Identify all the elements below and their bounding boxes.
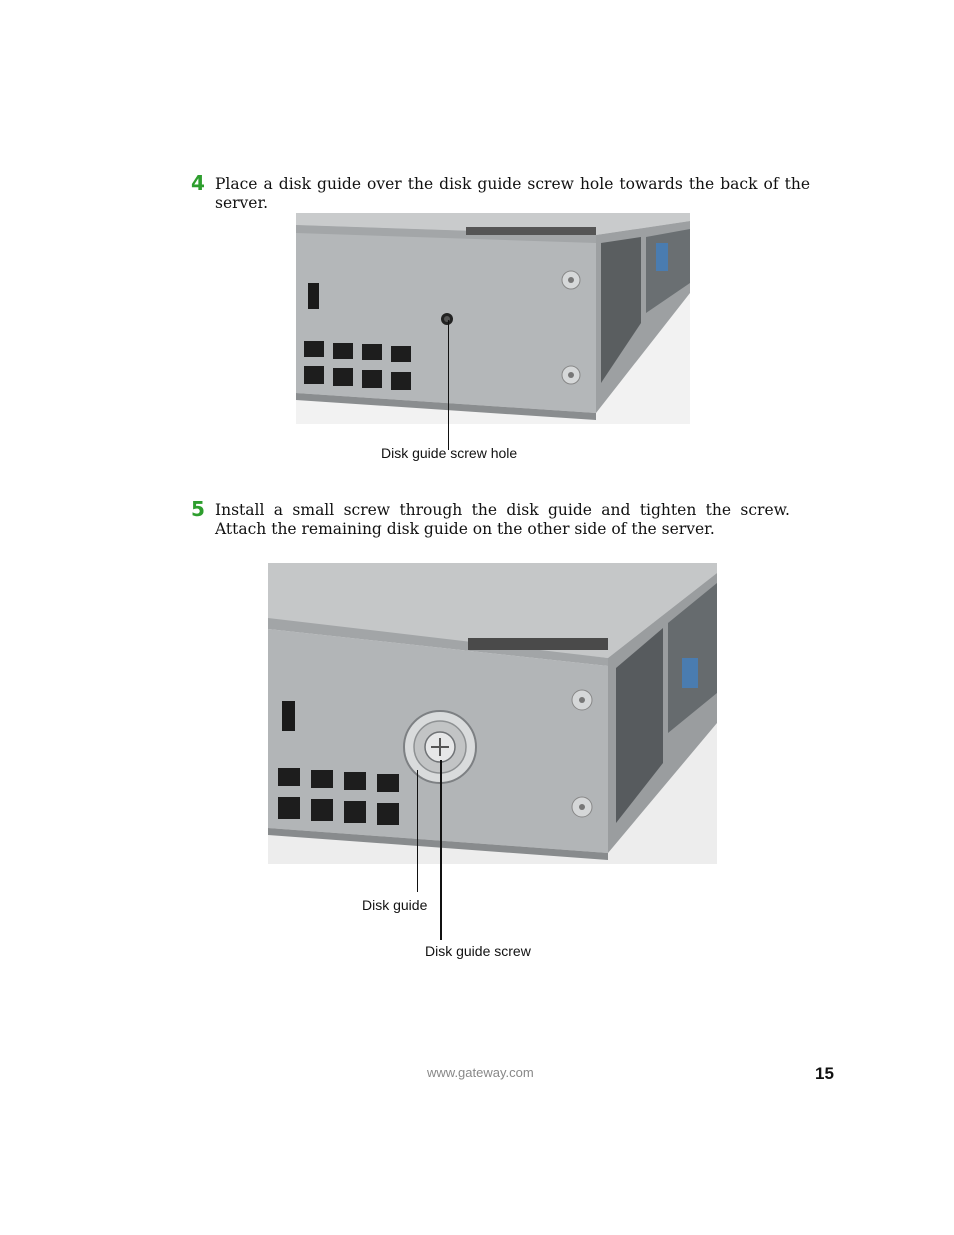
step-4-text: Place a disk guide over the disk guide s… bbox=[215, 175, 810, 212]
callout-disk-guide-screw: Disk guide screw bbox=[425, 943, 531, 959]
step-5-text: Install a small screw through the disk g… bbox=[215, 501, 790, 538]
step-4-number: 4 bbox=[191, 171, 205, 195]
leader-line-disk-guide bbox=[417, 770, 418, 892]
server-chassis-illustration-2 bbox=[268, 563, 717, 864]
server-chassis-photo-1 bbox=[296, 213, 690, 424]
leader-line-screw-hole bbox=[448, 320, 449, 450]
server-chassis-photo-2 bbox=[268, 563, 717, 864]
callout-disk-guide: Disk guide bbox=[362, 897, 428, 913]
step-5-number: 5 bbox=[191, 497, 205, 521]
server-chassis-illustration-1 bbox=[296, 213, 690, 424]
page-number: 15 bbox=[815, 1064, 834, 1083]
footer-url: www.gateway.com bbox=[427, 1065, 534, 1080]
callout-disk-guide-screw-hole: Disk guide screw hole bbox=[381, 445, 518, 461]
leader-line-disk-guide-screw bbox=[440, 760, 442, 940]
